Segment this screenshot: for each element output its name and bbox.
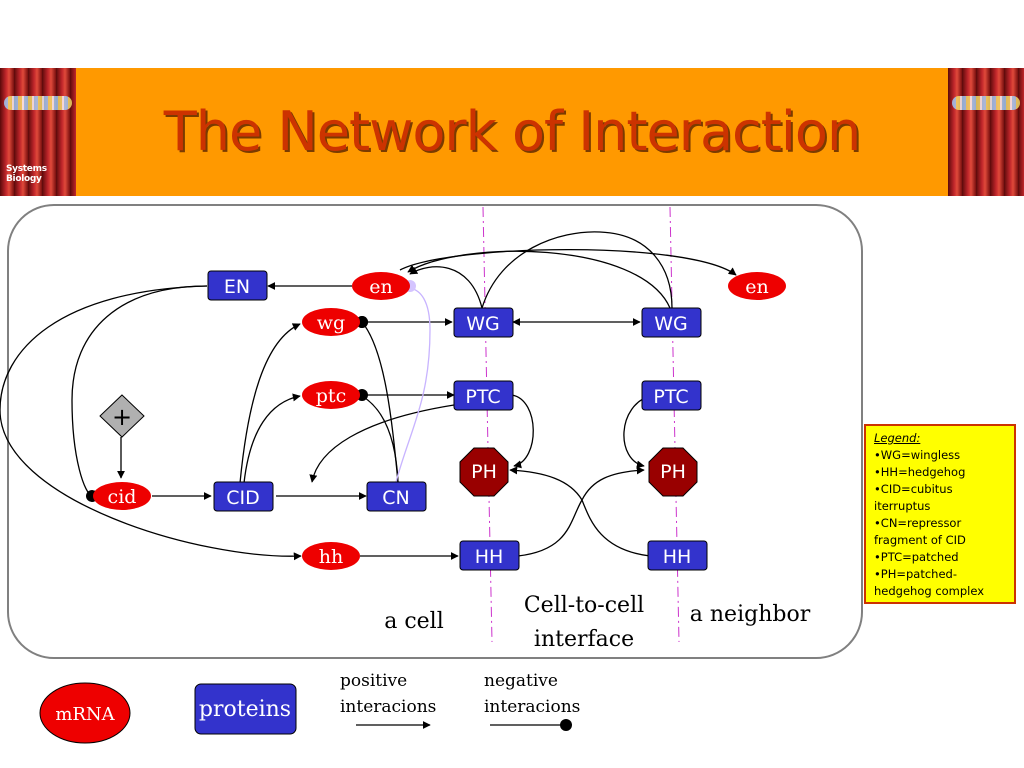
edge-EN-inhibits-cid bbox=[71, 285, 208, 502]
key-negative-2: interacions bbox=[484, 697, 580, 717]
edge-WG-to-en-nb bbox=[399, 249, 737, 276]
protein-label-CID: CID bbox=[226, 487, 260, 509]
protein-label-WG: WG bbox=[466, 313, 500, 335]
complex-label-PH-neighbor: PH bbox=[660, 461, 686, 483]
title-banner bbox=[0, 68, 1024, 196]
mrna-label-wg: wg bbox=[317, 312, 345, 334]
legend-item-ph: •PH=patched-hedgehog complex bbox=[874, 567, 985, 598]
mrna-node-wg bbox=[302, 308, 360, 336]
edge-EN-to-hh bbox=[0, 285, 302, 561]
protein-label-PTC-neighbor: PTC bbox=[653, 386, 688, 408]
protein-label-HH-neighbor: HH bbox=[663, 546, 692, 568]
protein-label-EN: EN bbox=[224, 276, 250, 298]
edge-HH-nb-to-PH bbox=[509, 466, 651, 557]
mrna-label-hh: hh bbox=[319, 546, 343, 568]
key-mrna-label: mRNA bbox=[55, 704, 115, 725]
protein-label-WG-neighbor: WG bbox=[654, 313, 688, 335]
complex-node-PH-neighbor bbox=[648, 447, 698, 497]
mrna-node-cid bbox=[93, 482, 151, 510]
legend-item-hh: •HH=hedgehog bbox=[874, 465, 966, 479]
page-title: The Network of Interaction bbox=[163, 100, 861, 163]
edge-CN-inhibits-ptc bbox=[361, 395, 399, 483]
mrna-label-cid: cid bbox=[108, 486, 137, 508]
region-label-neighbor: a neighbor bbox=[690, 602, 811, 627]
region-label-cell: a cell bbox=[384, 609, 444, 634]
legend-item-ptc: •PTC=patched bbox=[874, 550, 959, 564]
legend-item-wg: •WG=wingless bbox=[874, 448, 961, 462]
complex-label-PH: PH bbox=[471, 461, 497, 483]
protein-node-WG bbox=[453, 307, 514, 338]
protein-node-WG-neighbor bbox=[641, 307, 702, 338]
protein-label-PTC: PTC bbox=[465, 386, 500, 408]
key-positive-2: interacions bbox=[340, 697, 436, 717]
legend-box: Legend: •WG=wingless •HH=hedgehog •CID=c… bbox=[864, 424, 1016, 604]
protein-label-HH: HH bbox=[475, 546, 504, 568]
legend-heading: Legend: bbox=[874, 431, 921, 445]
edge-CID-to-ptc bbox=[243, 393, 301, 484]
logo-text: Systems Biology bbox=[6, 164, 47, 184]
key-negative-dot bbox=[560, 719, 572, 731]
systems-biology-logo: Systems Biology bbox=[0, 68, 76, 196]
protein-node-CN bbox=[366, 481, 427, 512]
edge-PTC-to-cid bbox=[309, 404, 455, 483]
protein-node-EN bbox=[207, 270, 268, 301]
mrna-label-en: en bbox=[369, 276, 392, 298]
legend-item-cid: •CID=cubitus iterruptus bbox=[874, 482, 953, 513]
mrna-node-hh bbox=[302, 542, 360, 570]
key-mrna-shape bbox=[39, 682, 131, 744]
key-proteins-shape bbox=[194, 683, 297, 735]
edge-PTC-to-PH bbox=[511, 394, 534, 469]
mrna-node-ptc bbox=[302, 381, 360, 409]
edge-CID-to-wg bbox=[239, 323, 301, 484]
mrna-label-ptc: ptc bbox=[316, 385, 346, 407]
protein-node-HH-neighbor bbox=[647, 540, 708, 571]
protein-node-PTC bbox=[453, 380, 514, 411]
protein-node-CID bbox=[213, 481, 274, 512]
dna-icon bbox=[4, 96, 72, 110]
region-label-interface-1: Cell-to-cell bbox=[524, 593, 644, 618]
key-positive-1: positive bbox=[340, 671, 407, 691]
edge-WG-link bbox=[481, 231, 673, 309]
edge-WG-to-en bbox=[409, 266, 483, 309]
protein-node-PTC-neighbor bbox=[641, 380, 702, 411]
protein-label-CN: CN bbox=[382, 487, 409, 509]
dna-icon bbox=[952, 96, 1020, 110]
activator-diamond bbox=[99, 394, 145, 438]
mrna-node-en bbox=[352, 272, 410, 300]
protein-node-HH bbox=[459, 540, 520, 571]
key-proteins-label: proteins bbox=[199, 697, 291, 722]
complex-node-PH bbox=[459, 447, 509, 497]
edge-CN-to-en bbox=[395, 287, 431, 483]
edge-WG-nb-to-en bbox=[407, 250, 671, 309]
mrna-label-en-neighbor: en bbox=[745, 276, 768, 298]
mrna-node-en-neighbor bbox=[728, 272, 786, 300]
decorative-image-right bbox=[948, 68, 1024, 196]
region-label-interface-2: interface bbox=[534, 627, 634, 652]
key-negative-1: negative bbox=[484, 671, 558, 691]
legend-item-cn: •CN=repressor fragment of CID bbox=[874, 516, 966, 547]
plus-icon: + bbox=[112, 403, 132, 431]
